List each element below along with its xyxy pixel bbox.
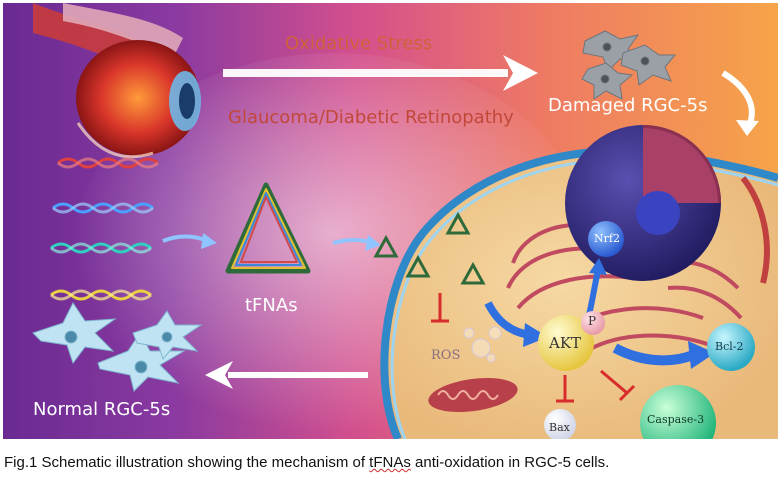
caption-term: tFNAs	[369, 454, 411, 471]
akt-label: AKT	[549, 334, 582, 352]
caption-before: Fig.1 Schematic illustration showing the…	[4, 454, 370, 471]
small-tfnas	[373, 211, 486, 285]
caption-after: anti-oxidation in RGC-5 cells.	[410, 454, 610, 471]
ros-bubbles	[463, 326, 502, 363]
nrf2-label: Nrf2	[594, 232, 620, 245]
tfnas-label: tFNAs	[245, 295, 298, 316]
bax-node	[544, 409, 576, 439]
oxidative-stress-arrow	[223, 55, 538, 91]
oxidative-stress-label: Oxidative Stress	[285, 33, 433, 54]
inhibit-bax	[556, 375, 574, 403]
akt-node	[538, 315, 594, 371]
activate-bcl2-arrow	[612, 343, 695, 366]
nrf2-node	[588, 221, 624, 257]
ros-label: ROS	[431, 348, 461, 363]
dna-strands	[50, 157, 159, 301]
activate-nrf2-arrow	[586, 270, 601, 316]
schematic-svg	[3, 3, 778, 439]
bcl2-node	[707, 323, 755, 371]
bcl2-label: Bcl-2	[715, 340, 744, 353]
disease-label: Glaucoma/Diabetic Retinopathy	[228, 107, 514, 128]
p-label: P	[588, 314, 597, 328]
damaged-rgc-cells	[581, 30, 677, 100]
nucleus	[565, 125, 721, 281]
recovery-arrow	[205, 361, 368, 389]
curved-arrow-head	[736, 120, 759, 136]
damaged-cells-label: Damaged RGC-5s	[548, 95, 708, 116]
caspase3-node	[640, 385, 716, 439]
normal-rgc-cells	[32, 302, 203, 392]
p-node	[581, 311, 605, 335]
caspase3-label: Caspase-3	[647, 413, 705, 426]
schematic-figure: Oxidative Stress Glaucoma/Diabetic Retin…	[3, 3, 778, 439]
inhibit-ros	[431, 293, 449, 323]
tfna-structure	[225, 182, 311, 274]
bax-label: Bax	[549, 421, 570, 434]
eye-illustration	[33, 3, 201, 159]
inhibit-caspase3	[600, 369, 636, 402]
normal-cells-label: Normal RGC-5s	[33, 399, 171, 420]
figure-caption: Fig.1 Schematic illustration showing the…	[4, 454, 609, 471]
mitochondrion	[428, 377, 518, 413]
